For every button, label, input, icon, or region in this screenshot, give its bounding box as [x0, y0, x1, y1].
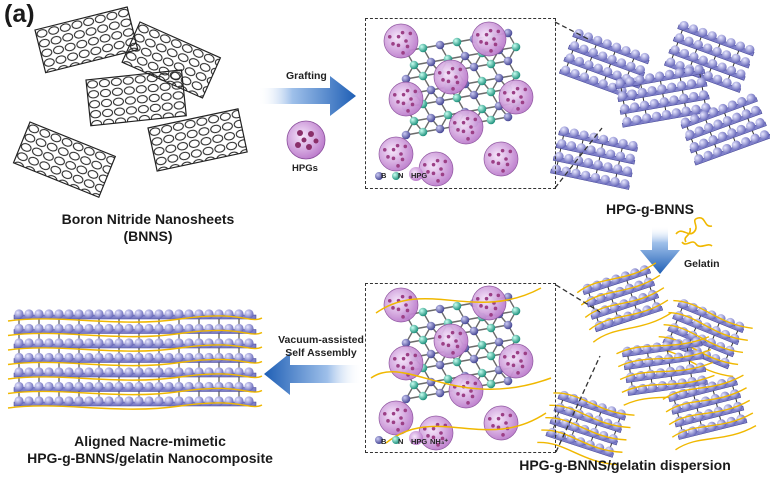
hpg-g-bnns-stacks: [550, 20, 770, 190]
hpg-sphere-icon: [286, 120, 326, 160]
vacuum-assembly-arrow: [264, 353, 362, 395]
bnns-sheets: [12, 6, 248, 199]
legend-bottom-hpg: HPG: [411, 437, 428, 446]
nanocomposite-title-line1: Aligned Nacre-mimetic: [74, 433, 226, 449]
nanocomposite-title-line2: HPG-g-BNNS/gelatin Nanocomposite: [27, 450, 273, 466]
vacuum-label-line1: Vacuum-assisted: [278, 334, 364, 346]
legend-top-n: N: [398, 171, 404, 180]
legend-bottom-b: B: [381, 437, 387, 446]
gelatin-stacks: [537, 262, 757, 466]
dispersion-title: HPG-g-BNNS/gelatin dispersion: [519, 457, 731, 473]
legend-bottom-nh3: NH₃⁺: [430, 437, 449, 446]
gelatin-arrow: [640, 226, 680, 274]
hpgs-label: HPGs: [292, 163, 318, 174]
legend-top-hpg: HPG: [411, 171, 428, 180]
bottom-zoom-content: [370, 285, 552, 451]
legend-top-b: B: [381, 171, 387, 180]
vacuum-label-line2: Self Assembly: [285, 347, 357, 359]
grafting-label: Grafting: [286, 70, 327, 82]
zoom-connectors: [554, 21, 603, 453]
gelatin-label: Gelatin: [684, 258, 720, 270]
bottom-zoom-frame: [365, 283, 556, 453]
bnns-title-line1: Boron Nitride Nanosheets: [61, 211, 235, 227]
top-zoom-frame: [365, 18, 556, 189]
grafting-arrow: [258, 76, 356, 116]
gelatin-squiggle-icon: [675, 217, 713, 248]
aligned-nanocomposite: [7, 309, 263, 410]
hpg-g-bnns-title: HPG-g-BNNS: [606, 201, 694, 217]
top-zoom-content: [375, 21, 534, 187]
bnns-title-line2: (BNNS): [123, 228, 173, 244]
legend-bottom-n: N: [398, 437, 404, 446]
panel-label: (a): [4, 0, 35, 28]
